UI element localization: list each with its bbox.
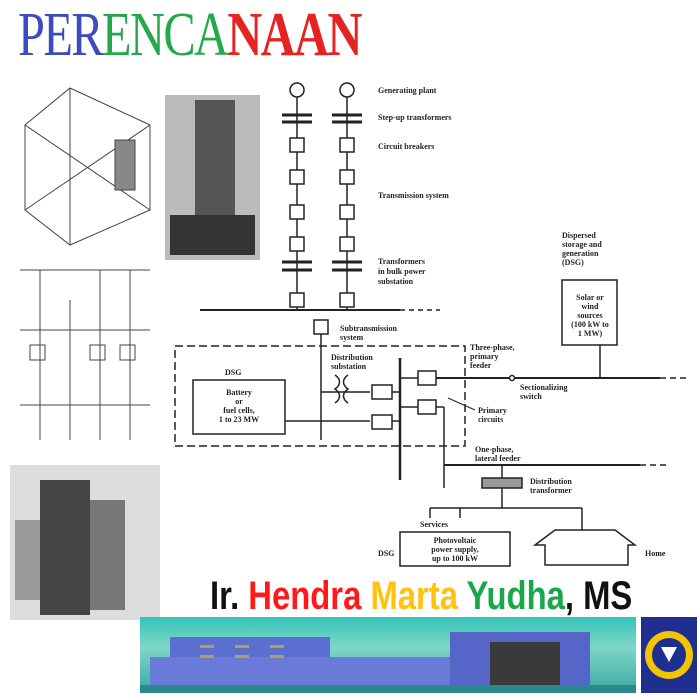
sectionalizing-switch <box>508 374 516 382</box>
author-last: Yudha <box>466 574 565 618</box>
svg-text:circuits: circuits <box>478 415 503 424</box>
svg-text:storage and: storage and <box>562 240 602 249</box>
svg-text:up to 100 kW: up to 100 kW <box>432 554 478 563</box>
svg-text:substation: substation <box>378 277 414 286</box>
author-prefix: Ir. <box>210 574 240 618</box>
svg-text:Solar or: Solar or <box>576 293 604 302</box>
svg-text:in bulk power: in bulk power <box>378 267 426 276</box>
svg-text:(100 kW to: (100 kW to <box>571 320 609 329</box>
university-logo <box>641 617 697 693</box>
step-up-transformers <box>282 113 362 272</box>
hexagon-figure <box>24 87 151 246</box>
svg-text:Step-up transformers: Step-up transformers <box>378 113 452 122</box>
svg-text:1 MW): 1 MW) <box>578 329 603 338</box>
svg-text:DSG: DSG <box>225 368 241 377</box>
svg-text:system: system <box>340 333 363 342</box>
battery-box <box>192 379 286 435</box>
distribution-transformer <box>481 465 523 508</box>
svg-text:(DSG): (DSG) <box>562 258 584 267</box>
svg-text:lateral feeder: lateral feeder <box>475 454 521 463</box>
svg-text:Transmission system: Transmission system <box>378 191 449 200</box>
svg-text:Distribution: Distribution <box>530 477 572 486</box>
svg-text:One-phase,: One-phase, <box>475 445 513 454</box>
svg-text:Transformers: Transformers <box>378 257 425 266</box>
svg-text:power supply,: power supply, <box>431 545 478 554</box>
generating-plants <box>289 82 355 310</box>
svg-text:Dispersed: Dispersed <box>562 231 596 240</box>
svg-text:substation: substation <box>331 362 367 371</box>
subtransmission-breaker <box>313 319 329 335</box>
svg-text:Battery: Battery <box>226 388 252 397</box>
svg-text:Three-phase,: Three-phase, <box>470 343 515 352</box>
title-part-1: PER <box>18 1 104 69</box>
diagram-labels: Generating plant Step-up transformers Ci… <box>219 86 666 563</box>
svg-text:sources: sources <box>577 311 602 320</box>
machine-photo <box>10 465 160 620</box>
svg-text:Generating plant: Generating plant <box>378 86 437 95</box>
svg-text:Home: Home <box>645 549 666 558</box>
solar-box <box>561 279 618 346</box>
svg-text:fuel cells,: fuel cells, <box>223 406 255 415</box>
svg-text:Distribution: Distribution <box>331 353 373 362</box>
svg-text:transformer: transformer <box>530 486 572 495</box>
circuit-breakers <box>289 137 355 308</box>
svg-text:Subtransmission: Subtransmission <box>340 324 397 333</box>
control-panel-photo <box>165 95 260 260</box>
svg-text:DSG: DSG <box>378 549 394 558</box>
svg-text:Sectionalizing: Sectionalizing <box>520 383 568 392</box>
svg-text:Photovoltaic: Photovoltaic <box>434 536 477 545</box>
author-middle: Marta <box>370 574 458 618</box>
one-line-diagram <box>20 269 150 440</box>
svg-text:wind: wind <box>582 302 599 311</box>
title-part-3: NAAN <box>227 1 362 69</box>
svg-text:feeder: feeder <box>470 361 492 370</box>
page-title: PERENCANAAN <box>18 1 362 69</box>
dsg-region <box>174 345 466 447</box>
svg-text:Services: Services <box>420 520 448 529</box>
svg-text:Primary: Primary <box>478 406 507 415</box>
svg-text:Circuit breakers: Circuit breakers <box>378 142 434 151</box>
svg-text:or: or <box>235 397 243 406</box>
svg-text:1 to 23 MW: 1 to 23 MW <box>219 415 259 424</box>
distribution-transformer-sub <box>321 374 370 404</box>
author-suffix: , MS <box>564 574 633 618</box>
svg-text:generation: generation <box>562 249 599 258</box>
author-name: Ir. Hendra Marta Yudha, MS <box>210 576 632 616</box>
pv-box <box>399 531 511 567</box>
title-part-2: ENCA <box>102 1 229 69</box>
author-first: Hendra <box>248 574 362 618</box>
campus-building-banner <box>140 617 636 693</box>
svg-text:switch: switch <box>520 392 542 401</box>
svg-text:primary: primary <box>470 352 498 361</box>
home-icon <box>532 529 638 566</box>
